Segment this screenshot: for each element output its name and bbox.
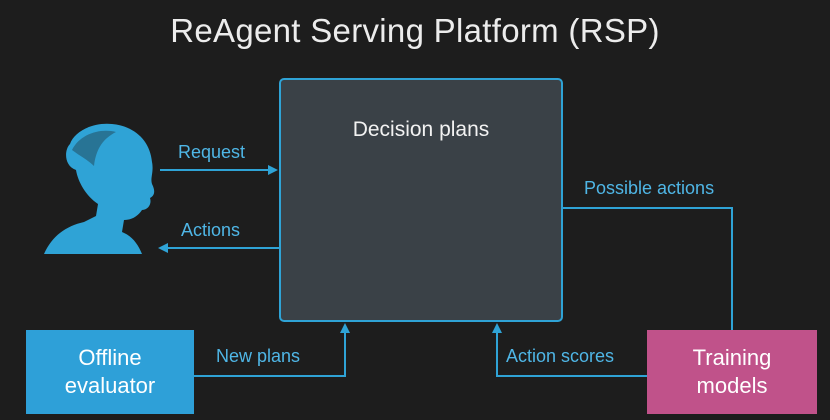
- training-models-line-2: models: [696, 373, 768, 398]
- possible-actions-connector: [563, 207, 733, 330]
- actions-label: Actions: [181, 220, 241, 240]
- new-plans-label: New plans: [216, 346, 301, 366]
- possible-actions-label: Possible actions: [584, 178, 715, 198]
- request-label: Request: [178, 142, 246, 162]
- offline-evaluator-line-1: Offline: [78, 345, 142, 370]
- action-scores-label: Action scores: [506, 346, 615, 366]
- offline-evaluator-node: Offline evaluator: [26, 330, 194, 414]
- decision-plans-title: Decision plans: [352, 118, 490, 141]
- user-silhouette-icon: [44, 123, 155, 254]
- training-models-line-1: Training: [692, 345, 772, 370]
- page-title: ReAgent Serving Platform (RSP): [170, 12, 660, 49]
- action-scores-arrow: [492, 323, 647, 377]
- offline-evaluator-line-2: evaluator: [64, 373, 156, 398]
- decision-plans-box: Decision plans: [279, 78, 563, 322]
- training-models-node: Training models: [647, 330, 817, 414]
- new-plans-arrow: [194, 323, 350, 377]
